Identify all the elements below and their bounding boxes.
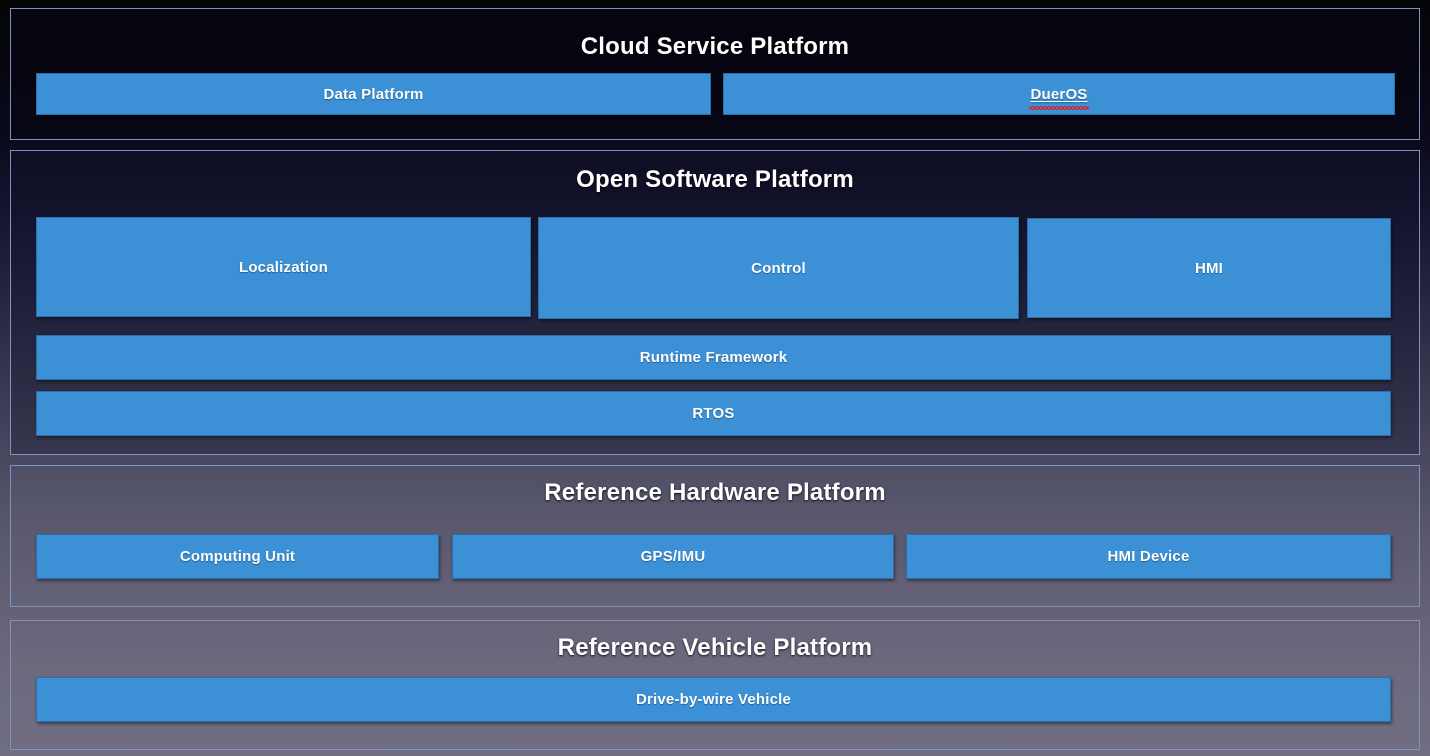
block-label-gps-imu: GPS/IMU xyxy=(640,548,706,565)
layer-panel-open-software-platform: Open Software Platform Localization Cont… xyxy=(10,150,1420,455)
block-label-localization: Localization xyxy=(238,258,329,276)
block-rtos[interactable]: RTOS xyxy=(36,391,1391,436)
block-computing-unit[interactable]: Computing Unit xyxy=(36,534,439,579)
block-hmi[interactable]: HMI xyxy=(1027,218,1391,318)
layer-panel-cloud-service-platform: Cloud Service Platform Data Platform Due… xyxy=(10,8,1420,140)
layer-panel-reference-hardware-platform: Reference Hardware Platform Computing Un… xyxy=(10,465,1420,607)
block-hmi-device[interactable]: HMI Device xyxy=(906,534,1391,579)
layer-title-open-software-platform: Open Software Platform xyxy=(576,166,854,193)
block-label-drive-by-wire-vehicle: Drive-by-wire Vehicle xyxy=(635,691,792,708)
block-gps-imu[interactable]: GPS/IMU xyxy=(452,534,894,579)
block-dueros[interactable]: DuerOS xyxy=(723,73,1395,115)
block-label-hmi: HMI xyxy=(1194,259,1224,277)
block-label-dueros: DuerOS xyxy=(1029,85,1089,110)
block-runtime-framework[interactable]: Runtime Framework xyxy=(36,335,1391,380)
block-data-platform[interactable]: Data Platform xyxy=(36,73,711,115)
layer-title-reference-hardware-platform: Reference Hardware Platform xyxy=(544,479,886,506)
block-label-computing-unit: Computing Unit xyxy=(179,548,296,565)
block-control[interactable]: Control xyxy=(538,217,1019,319)
layer-panel-reference-vehicle-platform: Reference Vehicle Platform Drive-by-wire… xyxy=(10,620,1420,750)
block-label-rtos: RTOS xyxy=(692,405,735,422)
block-label-control: Control xyxy=(751,259,806,277)
block-drive-by-wire-vehicle[interactable]: Drive-by-wire Vehicle xyxy=(36,677,1391,722)
block-label-runtime-framework: Runtime Framework xyxy=(639,349,788,366)
block-label-hmi-device: HMI Device xyxy=(1107,548,1190,565)
layer-title-reference-vehicle-platform: Reference Vehicle Platform xyxy=(557,634,873,661)
block-label-data-platform: Data Platform xyxy=(323,85,424,103)
layer-title-cloud-service-platform: Cloud Service Platform xyxy=(580,33,850,60)
block-localization[interactable]: Localization xyxy=(36,217,531,317)
